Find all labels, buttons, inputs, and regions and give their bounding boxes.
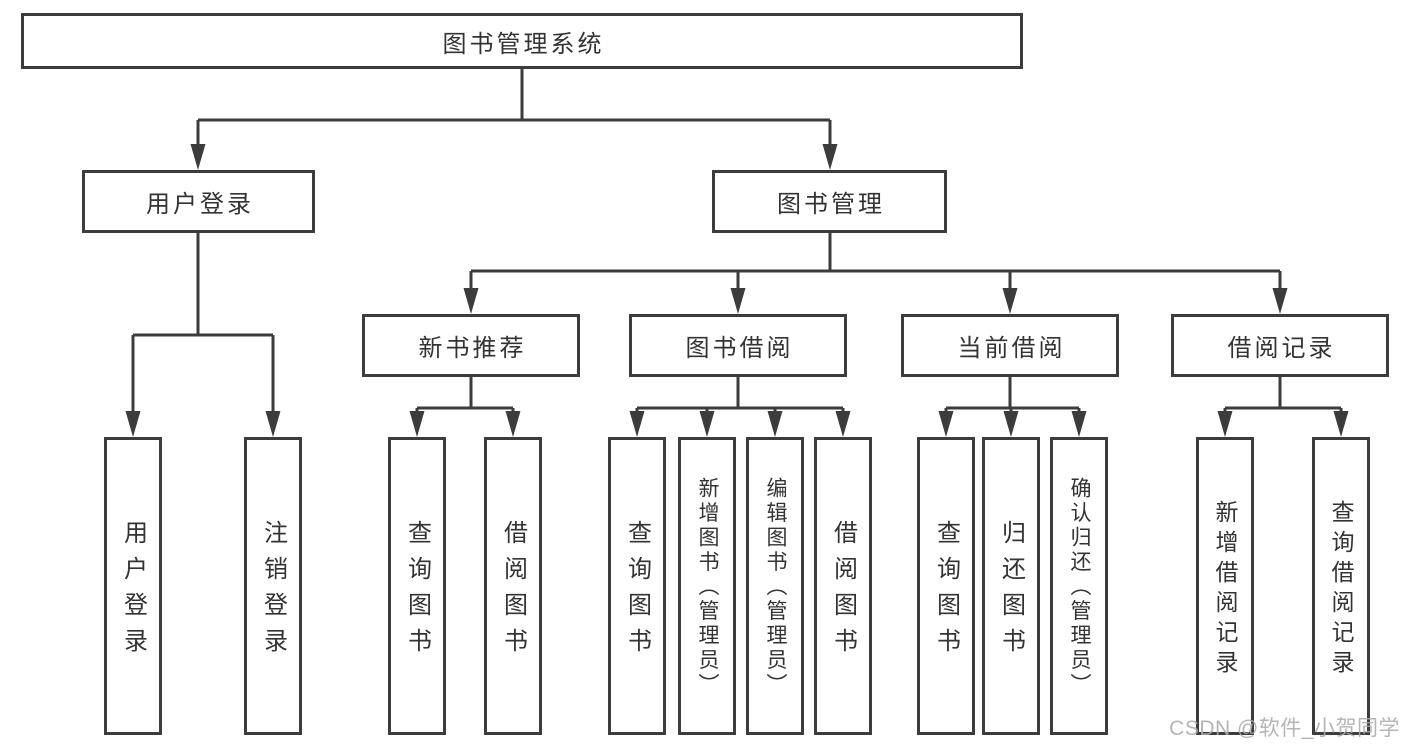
- leaf-confirm-return-admin: 确认归还（管理员）: [1050, 437, 1108, 735]
- node-borrowing-records: 借阅记录: [1171, 314, 1389, 377]
- arrowhead: [1333, 411, 1349, 437]
- node-book-management: 图书管理: [712, 170, 947, 233]
- node-new-book-recommend: 新书推荐: [362, 314, 580, 377]
- connector-newbook-to-leaves: [415, 377, 515, 413]
- leaf-query-books-borrowing-label: 查询图书: [623, 520, 651, 664]
- leaf-edit-books-admin-label: 编辑图书（管理员）: [764, 477, 787, 698]
- arrowhead: [699, 411, 715, 437]
- leaf-add-books-admin-label: 新增图书（管理员）: [696, 477, 719, 698]
- leaf-logout: 注销登录: [244, 437, 302, 735]
- leaf-add-books-admin: 新增图书（管理员）: [678, 437, 736, 735]
- node-user-login-label: 用户登录: [146, 191, 254, 218]
- connector-bookborrow-to-leaves: [635, 377, 845, 413]
- watermark: CSDN @软件_小贺同学: [1169, 717, 1400, 740]
- connector-userlogin-to-leaves: [131, 233, 275, 413]
- leaf-borrow-books-newbook: 借阅图书: [484, 437, 542, 735]
- leaf-logout-label: 注销登录: [259, 520, 287, 664]
- arrowhead: [265, 411, 281, 437]
- leaf-add-borrow-record: 新增借阅记录: [1196, 437, 1254, 735]
- leaf-borrow-books-borrowing-label: 借阅图书: [829, 520, 857, 664]
- leaf-query-books-newbook-label: 查询图书: [403, 520, 431, 664]
- leaf-borrow-books-newbook-label: 借阅图书: [499, 520, 527, 664]
- arrowhead: [822, 144, 838, 170]
- leaf-return-books: 归还图书: [982, 437, 1040, 735]
- leaf-query-books-borrowing: 查询图书: [608, 437, 666, 735]
- node-library-system-label: 图书管理系统: [442, 30, 605, 58]
- leaf-user-login: 用户登录: [104, 437, 162, 735]
- node-borrowing-records-label: 借阅记录: [1227, 335, 1336, 362]
- node-new-book-recommend-label: 新书推荐: [418, 335, 527, 362]
- connector-root-to-level2: [196, 69, 832, 146]
- leaf-user-login-label: 用户登录: [119, 520, 147, 664]
- leaf-add-borrow-record-label: 新增借阅记录: [1212, 499, 1238, 680]
- leaf-confirm-return-admin-label: 确认归还（管理员）: [1068, 477, 1091, 698]
- arrowhead: [730, 288, 746, 314]
- arrowhead: [835, 411, 851, 437]
- arrowhead: [1002, 288, 1018, 314]
- leaf-query-borrow-record-label: 查询借阅记录: [1328, 499, 1354, 680]
- leaf-edit-books-admin: 编辑图书（管理员）: [746, 437, 804, 735]
- arrowhead: [125, 411, 141, 437]
- node-current-borrowing: 当前借阅: [901, 314, 1119, 377]
- connector-currentborrow-to-leaves: [944, 377, 1081, 413]
- leaf-borrow-books-borrowing: 借阅图书: [814, 437, 872, 735]
- arrowhead: [505, 411, 521, 437]
- node-current-borrowing-label: 当前借阅: [957, 335, 1066, 362]
- node-book-management-label: 图书管理: [777, 191, 885, 218]
- leaf-return-books-label: 归还图书: [997, 520, 1025, 664]
- leaf-query-borrow-record: 查询借阅记录: [1312, 437, 1370, 735]
- connector-borrowrecords-to-leaves: [1223, 377, 1343, 413]
- leaf-query-books-current: 查询图书: [917, 437, 975, 735]
- leaf-query-books-newbook: 查询图书: [388, 437, 446, 735]
- leaf-query-books-current-label: 查询图书: [932, 520, 960, 664]
- arrowhead: [629, 411, 645, 437]
- arrowhead: [409, 411, 425, 437]
- node-library-system: 图书管理系统: [21, 13, 1023, 69]
- arrowhead: [938, 411, 954, 437]
- node-user-login: 用户登录: [82, 170, 315, 233]
- arrowhead: [190, 144, 206, 170]
- arrowhead: [1071, 411, 1087, 437]
- node-book-borrowing: 图书借阅: [629, 314, 847, 377]
- arrowhead: [767, 411, 783, 437]
- arrowhead: [1272, 288, 1288, 314]
- arrowhead: [1217, 411, 1233, 437]
- arrowhead: [463, 288, 479, 314]
- connector-bookmgmt-to-level3: [469, 233, 1282, 290]
- arrowhead: [1003, 411, 1019, 437]
- node-book-borrowing-label: 图书借阅: [685, 335, 794, 362]
